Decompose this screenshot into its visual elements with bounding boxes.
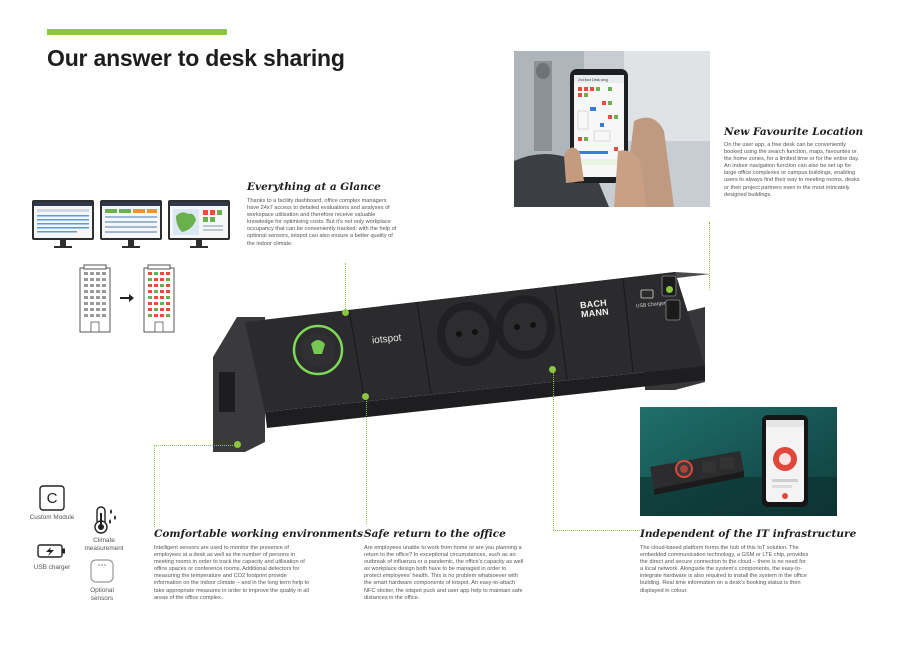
leader-line-glance	[345, 263, 346, 311]
usb-port-bottom	[665, 299, 681, 321]
occupied-building-icon	[143, 264, 175, 333]
phone-app-header: 2nd floor Desk wing	[578, 78, 608, 82]
thermometer-droplets-icon	[94, 506, 116, 534]
dashboard-screen-graphic	[170, 202, 228, 235]
leader-line-safe-return	[366, 398, 367, 524]
comfortable-heading: Comfortable working environments	[154, 528, 364, 540]
dashboard-monitor-1	[32, 200, 94, 248]
custom-module-label: Custom Module	[29, 514, 75, 521]
favourite-body: On the user app, a free desk can be conv…	[724, 142, 860, 198]
safe-return-heading: Safe return to the office	[364, 528, 506, 540]
booking-app-photo-illustration: 2nd floor Desk wing	[514, 51, 710, 207]
glance-heading: Everything at a Glance	[247, 181, 381, 193]
callout-dot-glance	[342, 309, 349, 316]
callout-dot-comfortable	[234, 441, 241, 448]
leader-line-comfortable-h	[154, 445, 237, 446]
empty-building-icon	[79, 264, 111, 333]
product-closeup-photo	[640, 407, 837, 516]
independent-body: The cloud-based platform forms the hub o…	[640, 545, 809, 594]
independent-heading: Independent of the IT infrastructure	[640, 528, 857, 540]
usb-charger-mini-icon	[640, 289, 654, 299]
leader-line-favourite	[709, 222, 710, 290]
title-accent-bar	[47, 29, 227, 35]
comfortable-body: Intelligent sensors are used to monitor …	[154, 545, 310, 601]
product-closeup-photo-illustration	[640, 407, 837, 516]
desk-power-unit-illustration	[213, 272, 710, 452]
custom-module-glyph: C	[47, 490, 58, 507]
bee-logo-icon	[311, 340, 325, 354]
schuko-socket-left	[437, 302, 497, 366]
usb-charger-icon	[37, 544, 65, 558]
arrow-right-icon	[120, 294, 134, 302]
schuko-socket-right	[495, 295, 555, 359]
favourite-heading: New Favourite Location	[724, 126, 864, 138]
callout-dot-independent	[549, 366, 556, 373]
callout-dot-favourite	[666, 286, 673, 293]
dashboard-monitor-2	[100, 200, 162, 248]
climate-label-line1: Climate	[93, 537, 115, 544]
page-title: Our answer to desk sharing	[47, 45, 345, 71]
leader-line-independent-h	[553, 530, 640, 531]
building-occupancy-illustration	[79, 264, 175, 333]
sensors-label-line1: Optional	[90, 587, 114, 594]
booking-app-photo: 2nd floor Desk wing	[514, 51, 710, 207]
custom-module-c-icon: C	[39, 485, 65, 511]
dashboard-screen-graphic	[34, 202, 92, 233]
climate-label-line2: measurement	[84, 545, 124, 552]
safe-return-body: Are employees unable to work from home o…	[364, 545, 524, 601]
leader-line-comfortable-v	[154, 445, 155, 527]
callout-dot-safe-return	[362, 393, 369, 400]
optional-sensor-icon	[90, 559, 114, 583]
usb-charger-label: USB charger	[33, 564, 71, 571]
dashboard-monitor-3	[168, 200, 230, 248]
glance-body: Thanks to a facility dashboard, office c…	[247, 198, 397, 247]
leader-line-independent-v	[553, 372, 554, 530]
sensors-label-line2: sensors	[90, 595, 114, 602]
dashboard-screen-graphic	[102, 202, 160, 233]
